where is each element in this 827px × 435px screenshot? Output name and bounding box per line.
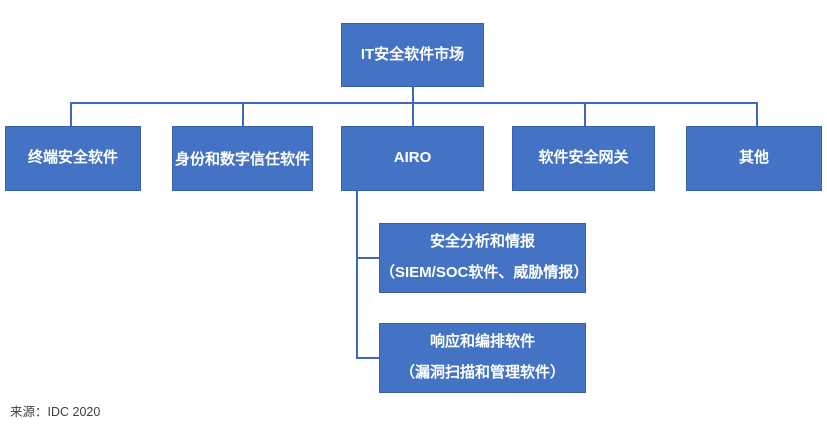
connector-airo-spine [356, 191, 358, 359]
source-note: 来源：IDC 2020 [10, 405, 101, 419]
connector-drop-terminal-security [70, 102, 72, 126]
connector-drop-other [756, 102, 758, 126]
node-response-orchestration-software[interactable]: 响应和编排软件 （漏洞扫描和管理软件） [379, 323, 586, 393]
node-response-orchestration-software-title: 响应和编排软件 [429, 333, 535, 351]
connector-horizontal-bus [70, 102, 758, 104]
node-airo[interactable]: AIRO [341, 126, 484, 191]
node-software-security-gateway-label: 软件安全网关 [538, 149, 629, 167]
connector-drop-identity-trust [242, 102, 244, 126]
node-airo-label: AIRO [393, 149, 432, 167]
node-identity-digital-trust-software[interactable] [172, 126, 313, 191]
node-terminal-security-software[interactable]: 终端安全软件 [5, 126, 141, 191]
node-security-analytics-intelligence-subtitle: （SIEM/SOC软件、威胁情报） [380, 264, 589, 281]
connector-airo-to-analytics [356, 257, 379, 259]
node-software-security-gateway[interactable]: 软件安全网关 [512, 126, 655, 191]
connector-airo-to-orchestration [356, 357, 379, 359]
node-root-it-security-market[interactable]: IT安全软件市场 [341, 23, 484, 87]
node-root-label: IT安全软件市场 [360, 45, 465, 63]
node-terminal-security-software-label: 终端安全软件 [27, 149, 118, 167]
node-other[interactable]: 其他 [686, 126, 822, 191]
node-security-analytics-intelligence[interactable]: 安全分析和情报 （SIEM/SOC软件、威胁情报） [379, 223, 589, 293]
node-response-orchestration-software-subtitle: （漏洞扫描和管理软件） [399, 364, 565, 381]
node-security-analytics-intelligence-title: 安全分析和情报 [429, 233, 535, 251]
connector-root-down [412, 87, 414, 103]
node-other-label: 其他 [738, 149, 769, 167]
connector-drop-secure-gateway [584, 102, 586, 126]
connector-drop-airo [412, 102, 414, 126]
